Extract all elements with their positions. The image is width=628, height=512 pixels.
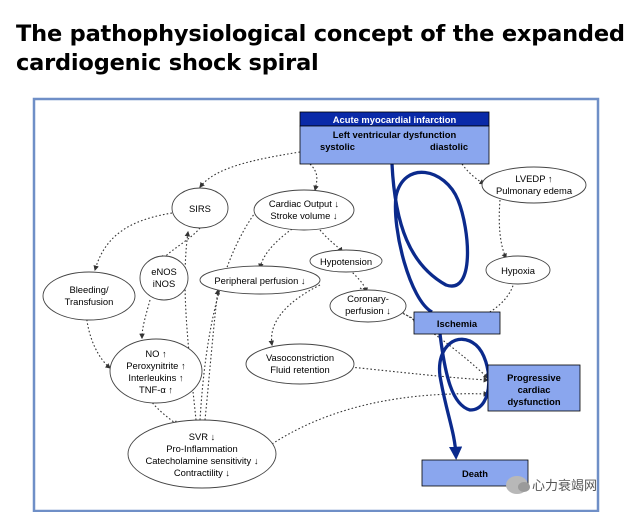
svr-line-1: SVR ↓	[189, 431, 216, 442]
lvedp-line-1: LVEDP ↑	[515, 173, 552, 184]
enos-line-1: eNOS	[151, 266, 177, 277]
spiral-lower	[437, 333, 491, 460]
node-bleeding: Bleeding/ Transfusion	[42, 271, 136, 321]
lvd-systolic-label: systolic	[320, 141, 355, 152]
progressive-line-2: cardiac	[518, 384, 551, 395]
node-no: NO ↑ Peroxynitrite ↑ Interleukins ↑ TNF-…	[109, 338, 203, 404]
no-line-4: TNF-α ↑	[139, 384, 173, 395]
title-line-2: cardiogenic shock spiral	[16, 50, 319, 76]
title-line-1: The pathophysiological concept of the ex…	[16, 21, 625, 47]
svr-line-2: Pro-Inflammation	[166, 443, 237, 454]
node-hypoxia: Hypoxia	[485, 255, 551, 285]
box-ischemia: Ischemia	[413, 311, 501, 335]
progressive-line-1: Progressive	[507, 372, 561, 383]
lvd-label: Left ventricular dysfunction	[333, 129, 457, 140]
watermark-text: 心力衰竭网	[532, 479, 598, 494]
svr-line-3: Catecholamine sensitivity ↓	[145, 455, 258, 466]
box-progressive: Progressive cardiac dysfunction	[487, 364, 581, 412]
slide-title: The pathophysiological concept of the ex…	[16, 20, 625, 78]
coronary-line-1: Coronary-	[347, 293, 389, 304]
node-svr: SVR ↓ Pro-Inflammation Catecholamine sen…	[127, 419, 277, 489]
vaso-line-1: Vasoconstriction	[266, 352, 334, 363]
ischemia-label: Ischemia	[437, 318, 478, 329]
watermark: 心力衰竭网	[506, 475, 597, 494]
node-cardiac-output: Cardiac Output ↓ Stroke volume ↓	[253, 189, 355, 231]
bleeding-line-1: Bleeding/	[69, 284, 108, 295]
connector-enos-no	[139, 299, 151, 340]
peripheral-label: Peripheral perfusion ↓	[214, 275, 305, 286]
death-label: Death	[462, 468, 488, 479]
wechat-logo-icon	[506, 475, 530, 494]
sirs-label: SIRS	[189, 203, 211, 214]
shock-spiral	[390, 163, 491, 460]
no-line-3: Interleukins ↑	[128, 372, 183, 383]
node-sirs: SIRS	[171, 187, 229, 229]
node-peripheral-perfusion: Peripheral perfusion ↓	[199, 265, 321, 295]
co-line-2: Stroke volume ↓	[270, 210, 337, 221]
node-enos: eNOS iNOS	[139, 255, 189, 301]
ami-label: Acute myocardial infarction	[333, 114, 457, 125]
connector-hypotension-coronary	[349, 269, 369, 294]
spiral-upper	[390, 163, 470, 314]
no-line-1: NO ↑	[145, 348, 166, 359]
bleeding-line-2: Transfusion	[65, 296, 114, 307]
connector-svr-peripheral	[204, 288, 221, 421]
svr-line-4: Contractility ↓	[174, 467, 230, 478]
hypoxia-label: Hypoxia	[501, 265, 536, 276]
vaso-line-2: Fluid retention	[270, 364, 329, 375]
connector-svr-co	[199, 205, 261, 421]
node-vasoconstriction: Vasoconstriction Fluid retention	[245, 343, 355, 385]
coronary-line-2: perfusion ↓	[345, 305, 391, 316]
node-hypotension: Hypotension	[309, 249, 383, 273]
box-lvd	[299, 125, 490, 165]
connector-bleeding-no	[85, 311, 111, 369]
connector-svr-sirs	[184, 230, 197, 421]
lvd-diastolic-label: diastolic	[430, 141, 468, 152]
lvedp-line-2: Pulmonary edema	[496, 185, 573, 196]
box-lv-group: Acute myocardial infarction Left ventric…	[299, 111, 490, 165]
node-lvedp: LVEDP ↑ Pulmonary edema	[481, 166, 587, 204]
connector-vaso-progressive	[339, 365, 490, 383]
connector-sirs-bleeding	[93, 212, 173, 272]
node-coronary-perfusion: Coronary- perfusion ↓	[329, 289, 407, 323]
no-line-2: Peroxynitrite ↑	[126, 360, 185, 371]
hypotension-label: Hypotension	[320, 256, 372, 267]
co-line-1: Cardiac Output ↓	[269, 198, 339, 209]
connector-svr-progressive	[271, 391, 490, 445]
progressive-line-3: dysfunction	[507, 396, 560, 407]
enos-line-2: iNOS	[153, 278, 175, 289]
connector-lvd-sirs	[199, 151, 301, 188]
